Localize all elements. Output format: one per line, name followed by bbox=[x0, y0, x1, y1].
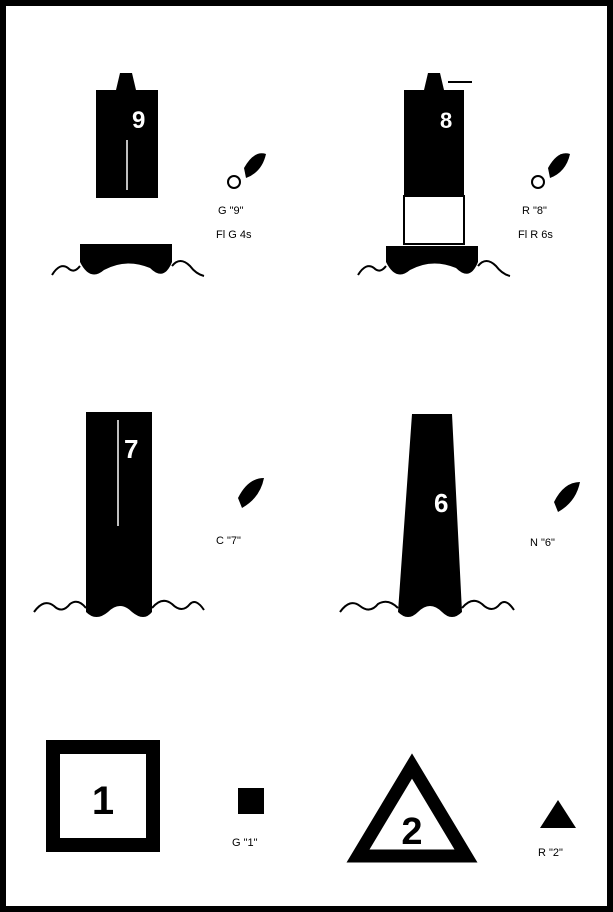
buoy-9-label-line2: Fl G 4s bbox=[216, 229, 252, 241]
can-buoy-7: 7 C "7" bbox=[34, 412, 264, 617]
daybeacon-1-label: G "1" bbox=[232, 837, 258, 849]
light-flare-icon bbox=[228, 153, 266, 188]
buoy-9-topmark bbox=[116, 73, 136, 90]
triangle-symbol-icon bbox=[540, 800, 576, 828]
light-flare-icon bbox=[532, 153, 570, 188]
triangle-daybeacon-2: 2 R "2" bbox=[358, 766, 576, 859]
daybeacon-2-number: 2 bbox=[401, 811, 422, 853]
buoy-8-label-line2: Fl R 6s bbox=[518, 229, 553, 241]
buoy-6-body bbox=[398, 414, 462, 617]
buoy-8-body bbox=[404, 90, 464, 196]
nun-buoy-6: 6 N "6" bbox=[340, 414, 580, 617]
daybeacon-1-number: 1 bbox=[92, 779, 114, 823]
lighted-buoy-9: 9 G "9" Fl G 4s bbox=[52, 73, 266, 276]
buoy-6-label: N "6" bbox=[530, 537, 555, 549]
buoy-9-base bbox=[80, 244, 172, 275]
buoy-7-number: 7 bbox=[124, 434, 138, 464]
buoy-9-label-line1: G "9" bbox=[218, 205, 244, 217]
buoy-8-topmark bbox=[424, 73, 444, 90]
buoy-8-label-line1: R "8" bbox=[522, 205, 547, 217]
buoy-9-number: 9 bbox=[132, 107, 145, 134]
square-symbol-icon bbox=[238, 788, 264, 814]
buoy-8-lower-band bbox=[404, 196, 464, 244]
daybeacon-2-label: R "2" bbox=[538, 847, 563, 859]
buoy-8-base bbox=[386, 246, 478, 275]
buoy-7-body bbox=[86, 412, 152, 617]
lighted-buoy-8: 8 R "8" Fl R 6s bbox=[358, 73, 570, 276]
buoy-8-number: 8 bbox=[440, 108, 452, 133]
buoy-6-number: 6 bbox=[434, 488, 448, 518]
light-flare-icon bbox=[238, 478, 264, 508]
buoy-7-label: C "7" bbox=[216, 535, 241, 547]
light-flare-icon bbox=[554, 482, 580, 512]
square-daybeacon-1: 1 G "1" bbox=[53, 747, 264, 849]
